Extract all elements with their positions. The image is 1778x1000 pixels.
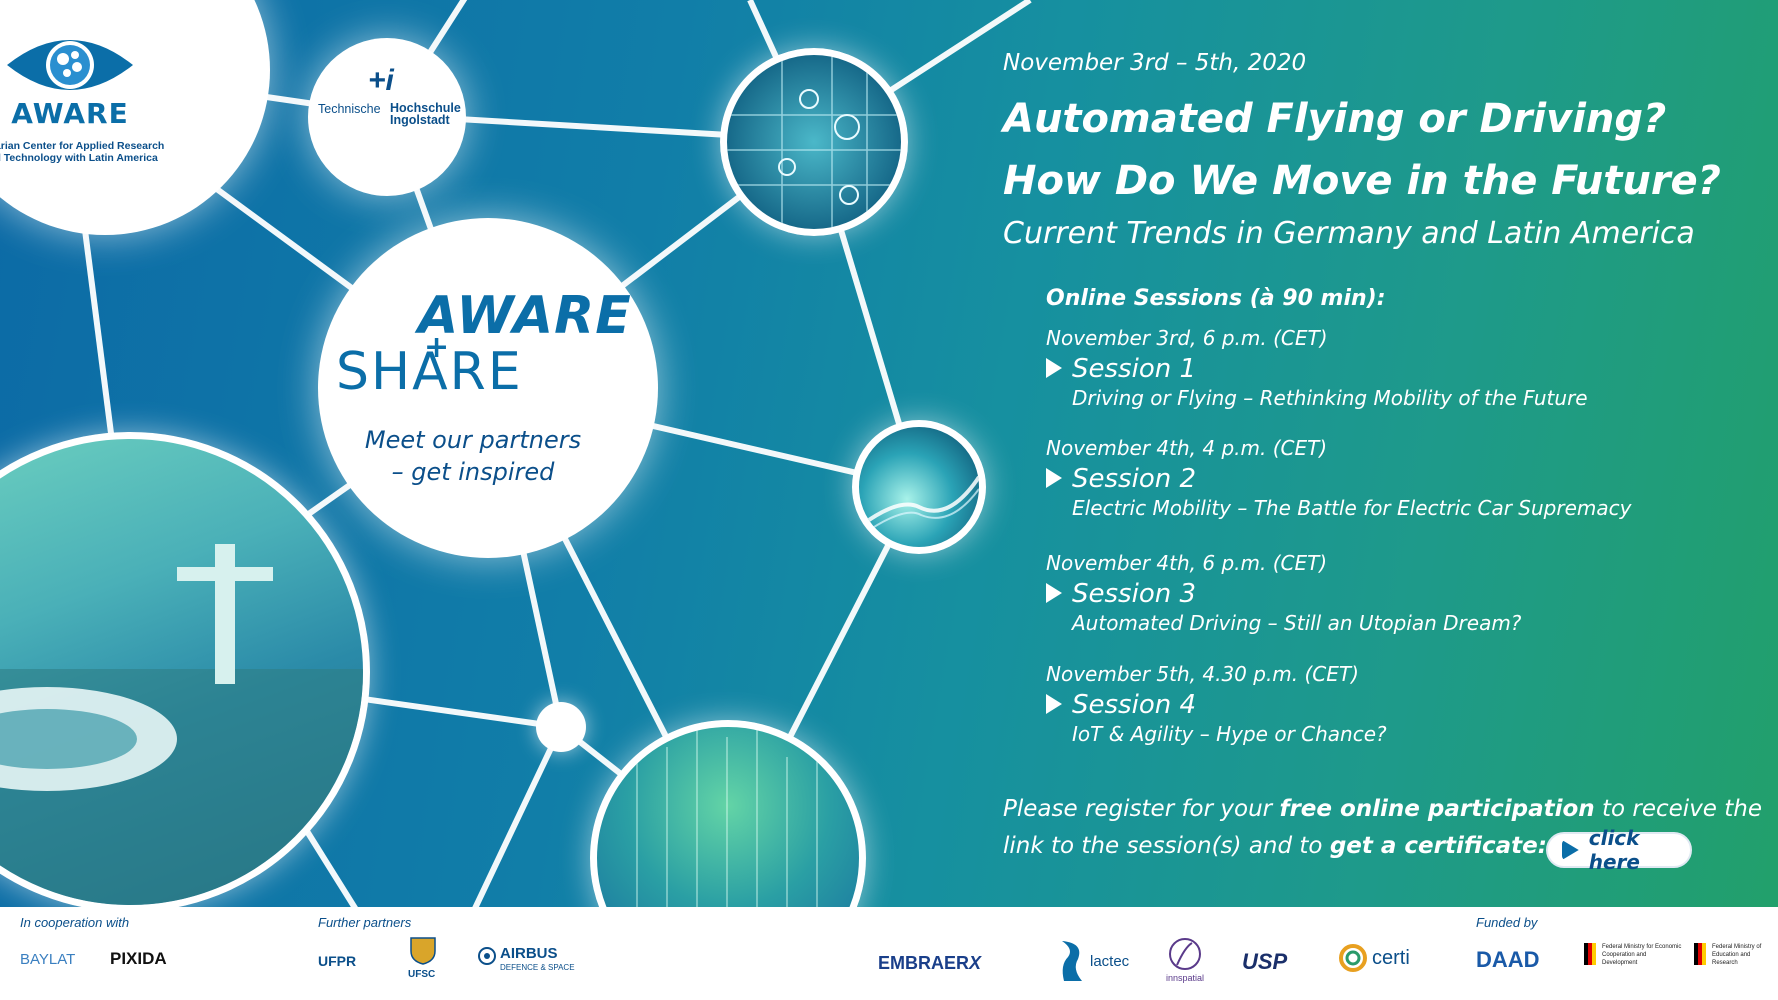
- registration-line1: Please register for your free online par…: [1003, 796, 1762, 822]
- bmz-logo: Federal Ministry for Economic Cooperatio…: [1602, 944, 1682, 966]
- usp-logo: USP: [1242, 949, 1288, 974]
- baylat-logo: BAYLAT: [20, 951, 76, 968]
- registration-emphasis: free online participation: [1279, 796, 1595, 822]
- certi-icon: [1339, 944, 1367, 972]
- session-item: November 5th, 4.30 p.m. (CET) Session 4 …: [1046, 662, 1387, 746]
- registration-text: to receive the: [1594, 796, 1763, 822]
- lactec-logo: lactec: [1090, 953, 1130, 970]
- aware-logo-subtitle: Bavarian Center for Applied Research and…: [0, 140, 175, 164]
- session-name-text: Session 4: [1072, 690, 1197, 720]
- play-icon: [1562, 840, 1579, 860]
- registration-emphasis: get a certificate:: [1329, 833, 1547, 859]
- thi-line2: Hochschule Ingolstadt: [390, 101, 461, 127]
- smart-city-image: [720, 48, 908, 236]
- lactec-icon: [1062, 941, 1082, 981]
- session-topic: IoT & Agility – Hype or Chance?: [1072, 722, 1387, 746]
- city-grid-graphic: [727, 55, 901, 229]
- embraer-logo: EMBRAERX: [878, 953, 981, 974]
- rio-air-taxi-image: [0, 432, 370, 912]
- light-road-image: [852, 420, 986, 554]
- session-item: November 4th, 6 p.m. (CET) Session 3 Aut…: [1046, 551, 1521, 635]
- aware-logo-title: AWARE: [11, 97, 129, 130]
- session-name: Session 2: [1046, 464, 1631, 494]
- innspatial-icon: [1169, 938, 1201, 970]
- event-date: November 3rd – 5th, 2020: [1003, 50, 1307, 76]
- registration-line2: link to the session(s) and to get a cert…: [1003, 833, 1547, 859]
- session-topic: Automated Driving – Still an Utopian Dre…: [1072, 611, 1522, 635]
- event-title-line2: How Do We Move in the Future?: [1003, 158, 1721, 204]
- german-eagle-icon: [1694, 943, 1706, 965]
- registration-text: link to the session(s) and to: [1003, 833, 1330, 859]
- bmbf-logo: Federal Ministry of Education and Resear…: [1712, 944, 1762, 966]
- aware-subtitle-line2: and Technology with Latin America: [0, 152, 158, 164]
- session-name-text: Session 1: [1072, 354, 1197, 384]
- aware-eye-icon: [7, 40, 133, 90]
- aware-share-circle: AWARE + SHARE Meet our partners – get in…: [318, 218, 658, 558]
- aware-share-plus: +: [424, 330, 450, 365]
- daad-logo: DAAD: [1476, 947, 1540, 972]
- partners-label: Further partners: [318, 915, 412, 930]
- aware-share-bottom: SHARE: [336, 342, 523, 402]
- ufsc-logo: UFSC: [408, 969, 436, 980]
- ufpr-logo: UFPR: [318, 953, 357, 969]
- airbus-sub: DEFENCE & SPACE: [500, 963, 575, 972]
- embraer-text: EMBRAER: [878, 953, 970, 973]
- play-icon: [1046, 694, 1062, 714]
- session-time: November 5th, 4.30 p.m. (CET): [1046, 662, 1359, 686]
- airbus-icon: [478, 947, 496, 965]
- thi-mark-icon: +i: [368, 64, 394, 97]
- play-icon: [1046, 583, 1062, 603]
- play-icon: [1046, 468, 1062, 488]
- road-lights-graphic: [859, 475, 979, 538]
- register-button[interactable]: click here: [1546, 826, 1692, 874]
- event-title-line1: Automated Flying or Driving?: [1003, 96, 1667, 142]
- sessions-heading: Online Sessions (à 90 min):: [1046, 286, 1386, 311]
- aware-subtitle-line1: Bavarian Center for Applied Research: [0, 140, 165, 152]
- session-name: Session 3: [1046, 579, 1521, 609]
- tagline-line2: – get inspired: [391, 458, 555, 486]
- cooperation-label: In cooperation with: [20, 915, 130, 930]
- play-icon: [1046, 358, 1062, 378]
- session-name-text: Session 2: [1072, 464, 1197, 494]
- session-topic: Driving or Flying – Rethinking Mobility …: [1072, 386, 1588, 410]
- session-name: Session 4: [1046, 690, 1387, 720]
- thi-logo-circle: +i Technische Hochschule Ingolstadt: [308, 38, 466, 196]
- thi-line1: Technische: [318, 102, 381, 116]
- thi-line2b: Ingolstadt: [390, 113, 450, 127]
- register-button-label: click here: [1588, 826, 1640, 874]
- network-node: [536, 702, 586, 752]
- funded-label: Funded by: [1476, 915, 1538, 930]
- certi-logo: certi: [1372, 947, 1410, 969]
- innspatial-logo: innspatial: [1166, 973, 1205, 983]
- event-subtitle: Current Trends in Germany and Latin Amer…: [1003, 216, 1695, 251]
- session-name: Session 1: [1046, 354, 1588, 384]
- airbus-logo: AIRBUS: [500, 945, 558, 962]
- pixida-logo: PIXIDA: [110, 949, 167, 968]
- session-name-text: Session 3: [1072, 579, 1197, 609]
- session-time: November 4th, 6 p.m. (CET): [1046, 551, 1328, 575]
- session-topic: Electric Mobility – The Battle for Elect…: [1072, 496, 1632, 520]
- registration-text: Please register for your: [1003, 796, 1280, 822]
- session-item: November 4th, 4 p.m. (CET) Session 2 Ele…: [1046, 436, 1631, 520]
- german-eagle-icon: [1584, 943, 1596, 965]
- thi-line2a: Hochschule: [390, 101, 461, 115]
- embraer-x: X: [969, 953, 982, 973]
- aware-share-top: AWARE: [418, 286, 632, 346]
- tagline-line1: Meet our partners: [364, 426, 582, 454]
- session-item: November 3rd, 6 p.m. (CET) Session 1 Dri…: [1046, 326, 1588, 410]
- session-time: November 4th, 4 p.m. (CET): [1046, 436, 1328, 460]
- partner-footer: In cooperation with BAYLAT PIXIDA Furthe…: [0, 907, 1778, 1000]
- ufsc-crest-icon: [410, 937, 436, 965]
- session-time: November 3rd, 6 p.m. (CET): [1046, 326, 1328, 350]
